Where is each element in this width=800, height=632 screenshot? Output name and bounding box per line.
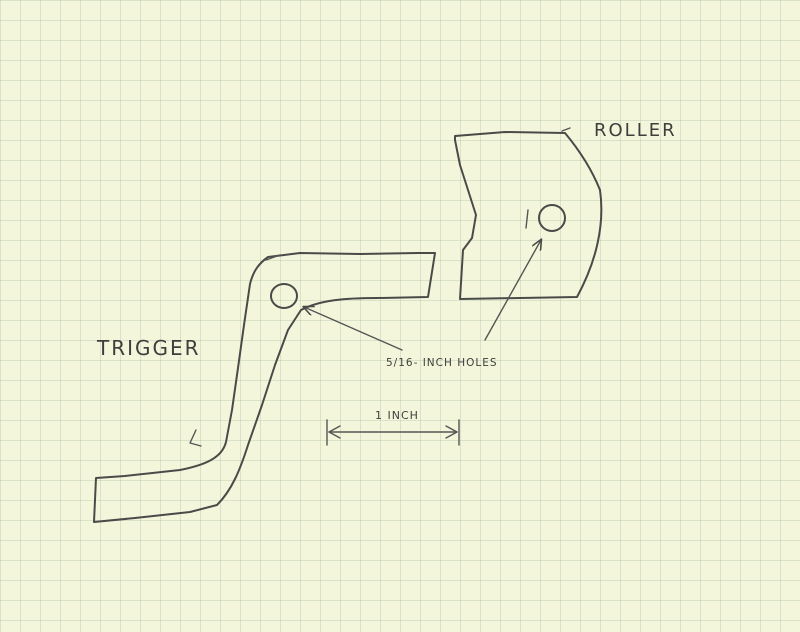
- roller-sketch-mark: [561, 127, 571, 132]
- roller-outline: [454, 131, 603, 300]
- trigger-hole-leader-arrow: [304, 307, 403, 351]
- dimension-arrow-left: [328, 425, 341, 439]
- roller-hole-leader-arrow: [484, 240, 541, 341]
- dimension-label: 1 INCH: [375, 409, 419, 422]
- trigger-sketch-mark-top: [265, 254, 281, 261]
- trigger-label: TRIGGER: [96, 336, 201, 360]
- dimension-arrow-right: [445, 425, 458, 439]
- roller-label: ROLLER: [594, 120, 677, 141]
- roller-hole-sketch-mark: [525, 209, 529, 229]
- trigger-sketch-mark: [189, 429, 202, 447]
- trigger-outline: [93, 252, 436, 523]
- roller-hole: [538, 204, 566, 232]
- trigger-hole: [270, 283, 298, 309]
- holes-note-label: 5/16- INCH HOLES: [386, 357, 498, 369]
